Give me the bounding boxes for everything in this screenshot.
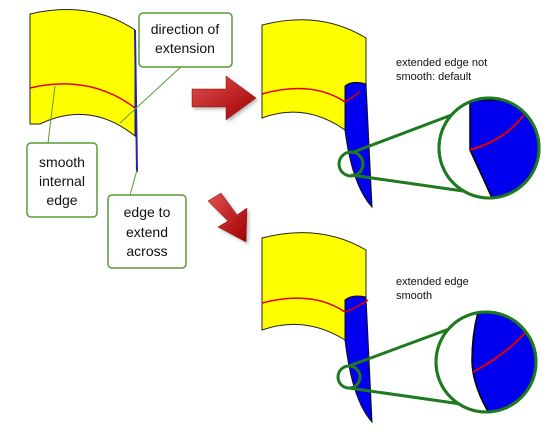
callout-edge-line1: edge to xyxy=(124,204,171,220)
callout-direction-line1: direction of xyxy=(151,21,220,37)
callout-direction: direction of extension xyxy=(119,12,233,124)
note-bottom-line1: extended edge xyxy=(396,276,469,288)
callout-direction-line2: extension xyxy=(155,40,215,56)
note-top: extended edge not smooth: default xyxy=(396,57,487,83)
callout-edge-line2: extend xyxy=(126,224,168,240)
original-surface xyxy=(29,9,138,173)
magnifier-top xyxy=(337,96,541,200)
extended-smooth xyxy=(261,232,373,424)
callout-smooth-line2: internal xyxy=(39,173,85,189)
arrow-down xyxy=(207,192,248,243)
note-bottom: extended edge smooth xyxy=(396,276,469,302)
internal-edge-bottom xyxy=(261,297,369,313)
internal-edge-curve xyxy=(29,83,136,109)
magnifier-top-small-circle xyxy=(337,150,365,178)
arrow-right xyxy=(191,75,257,121)
internal-edge-top-extension xyxy=(344,91,361,103)
callout-smooth-line1: smooth xyxy=(39,154,85,170)
blue-extension-top xyxy=(344,81,373,209)
edge-to-extend-line xyxy=(134,29,138,173)
magnifier-bottom-small-circle xyxy=(336,364,362,390)
callout-smooth-line3: edge xyxy=(46,192,77,208)
note-top-line2: smooth: default xyxy=(396,71,471,83)
magnifier-bottom-blue-detail xyxy=(471,313,535,411)
internal-edge-top xyxy=(261,87,346,103)
yellow-surface xyxy=(29,9,136,138)
magnifier-bottom xyxy=(336,310,538,414)
extended-not-smooth xyxy=(261,19,373,209)
callout-edge-to-extend: edge to extend across xyxy=(107,169,187,269)
callout-smooth-internal-edge: smooth internal edge xyxy=(26,85,98,218)
callout-edge-line3: across xyxy=(126,243,167,259)
magnifier-top-red-line xyxy=(469,114,525,151)
note-top-line1: extended edge not xyxy=(396,57,487,69)
magnifier-bottom-red-line xyxy=(472,332,526,373)
note-bottom-line2: smooth xyxy=(396,290,432,302)
